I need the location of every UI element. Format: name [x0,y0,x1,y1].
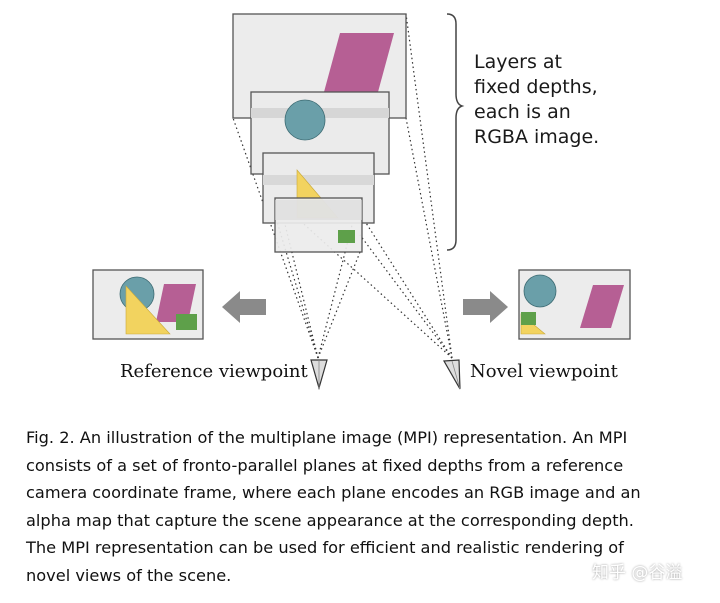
mpi-plane-4 [274,197,363,253]
right-arrow [463,291,508,323]
layers-bracket [446,13,465,251]
caption-line: consists of a set of fronto-parallel pla… [26,455,624,475]
caption-line: alpha map that capture the scene appeara… [26,510,634,530]
caption-line: camera coordinate frame, where each plan… [26,483,641,502]
left-arrow [222,291,266,323]
reference-camera-icon [310,359,328,391]
reference-view-image [92,269,204,340]
figure-caption: Fig. 2. An illustration of the multiplan… [26,424,706,589]
layers-label-line: RGBA image. [474,126,600,148]
caption-line: The MPI representation can be used for e… [26,538,624,557]
watermark: 知乎 @谷溢 [592,563,683,583]
reference-viewpoint-label: Reference viewpoint [120,361,308,382]
square-shape [338,230,355,243]
parallelogram-shape [324,33,394,92]
novel-viewpoint-label: Novel viewpoint [470,361,618,382]
novel-view-image [518,269,631,340]
caption-line: Fig. 2. An illustration of the multiplan… [26,428,628,447]
novel-camera-icon [443,359,461,390]
layers-label-line: each is an [474,101,571,123]
circle-shape [284,99,326,141]
layers-label: Layers at fixed depths, each is an RGBA … [474,50,599,150]
caption-line: novel views of the scene. [26,565,232,585]
layers-label-line: Layers at [474,51,563,73]
mpi-figure [92,13,631,391]
layers-label-line: fixed depths, [474,76,598,98]
